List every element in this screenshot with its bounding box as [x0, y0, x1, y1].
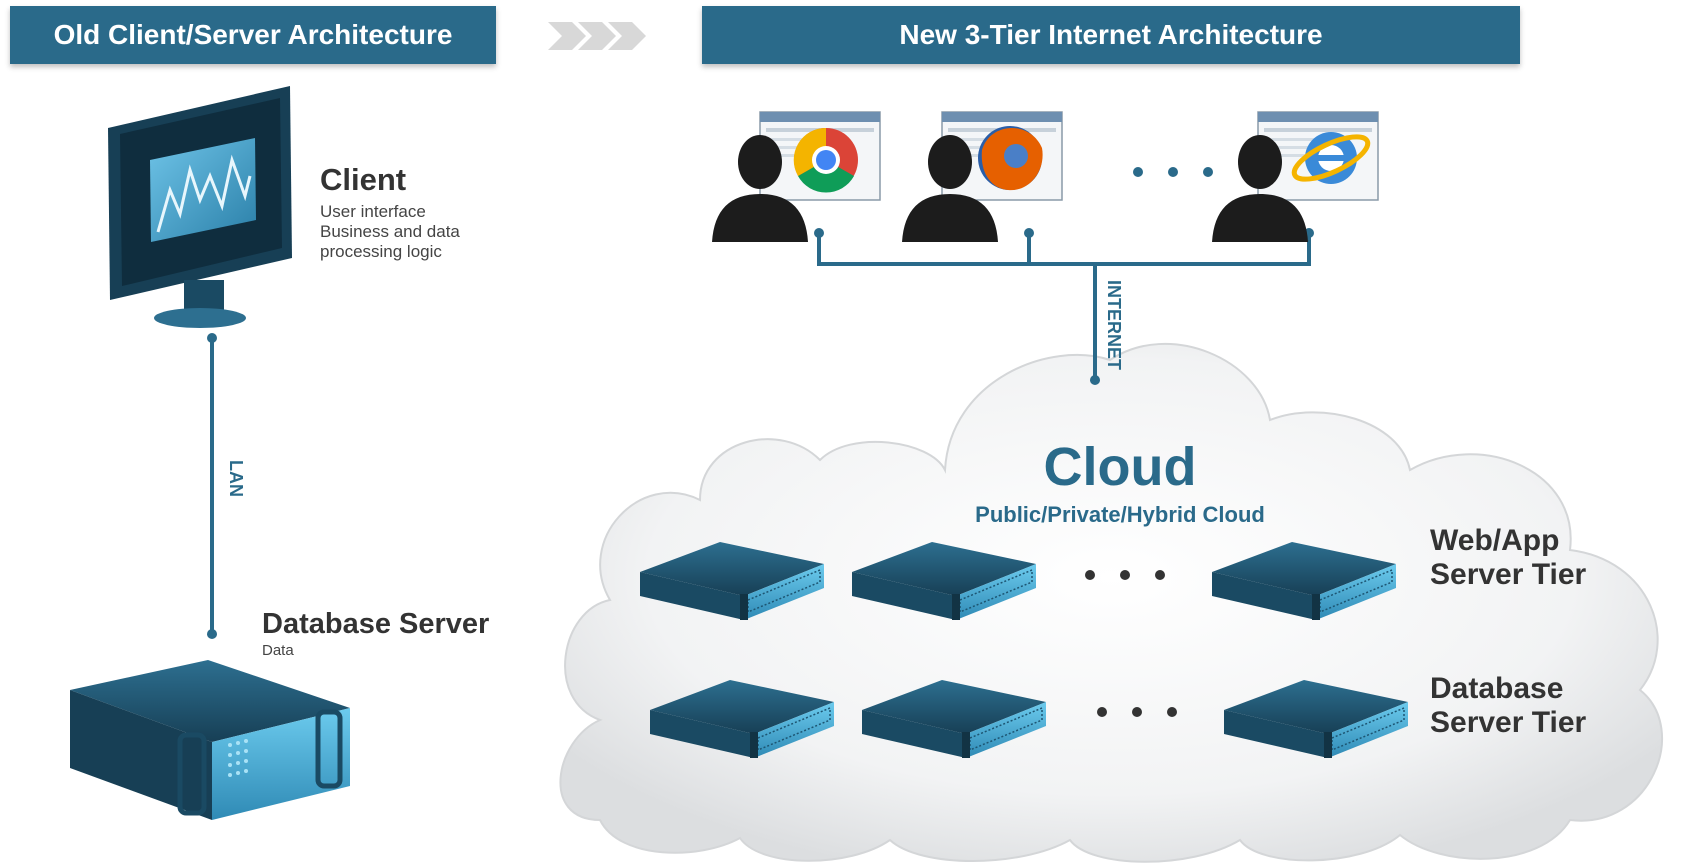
client-monitor-icon	[108, 86, 292, 328]
database-server-title: Database Server	[262, 608, 490, 640]
database-server-subtitle: Data	[262, 642, 294, 659]
database-tier-line-1: Database	[1430, 672, 1564, 705]
client-label-group: Client User interface Business and data …	[320, 162, 460, 262]
new-architecture-title: New 3-Tier Internet Architecture	[899, 19, 1323, 50]
client-desc-line-1: User interface	[320, 202, 426, 221]
internet-explorer-browser-icon	[1291, 132, 1371, 184]
database-tier-label: Database Server Tier	[1430, 672, 1586, 740]
old-architecture-title: Old Client/Server Architecture	[53, 19, 453, 50]
web-app-tier-line-1: Web/App	[1430, 524, 1560, 557]
old-architecture-banner: Old Client/Server Architecture	[10, 6, 496, 64]
client-desc-line-2: Business and data	[320, 222, 460, 241]
lan-label: LAN	[226, 460, 246, 497]
ellipsis-dots-web-tier	[1085, 570, 1165, 580]
new-architecture-banner: New 3-Tier Internet Architecture	[702, 6, 1520, 64]
internet-label: INTERNET	[1104, 280, 1124, 370]
user-chrome	[712, 111, 881, 242]
database-tier-line-2: Server Tier	[1430, 706, 1587, 739]
client-desc-line-3: processing logic	[320, 242, 442, 261]
web-app-tier-line-2: Server Tier	[1430, 558, 1587, 591]
cloud-subtitle: Public/Private/Hybrid Cloud	[975, 502, 1265, 527]
firefox-browser-icon	[978, 126, 1043, 191]
internet-connection-lines	[817, 233, 1311, 380]
web-app-tier-label: Web/App Server Tier	[1430, 524, 1586, 592]
client-title: Client	[320, 162, 407, 197]
chevron-arrows-icon	[548, 22, 646, 50]
lan-connection-line	[207, 333, 217, 639]
user-ie	[1212, 111, 1379, 242]
cloud-title: Cloud	[1043, 437, 1197, 497]
ellipsis-dots-users	[1133, 167, 1213, 177]
ellipsis-dots-db-tier	[1097, 707, 1177, 717]
database-server-icon	[70, 660, 350, 820]
user-firefox	[902, 111, 1063, 242]
chrome-browser-icon	[793, 127, 858, 193]
database-server-label-group: Database Server Data	[262, 608, 489, 661]
